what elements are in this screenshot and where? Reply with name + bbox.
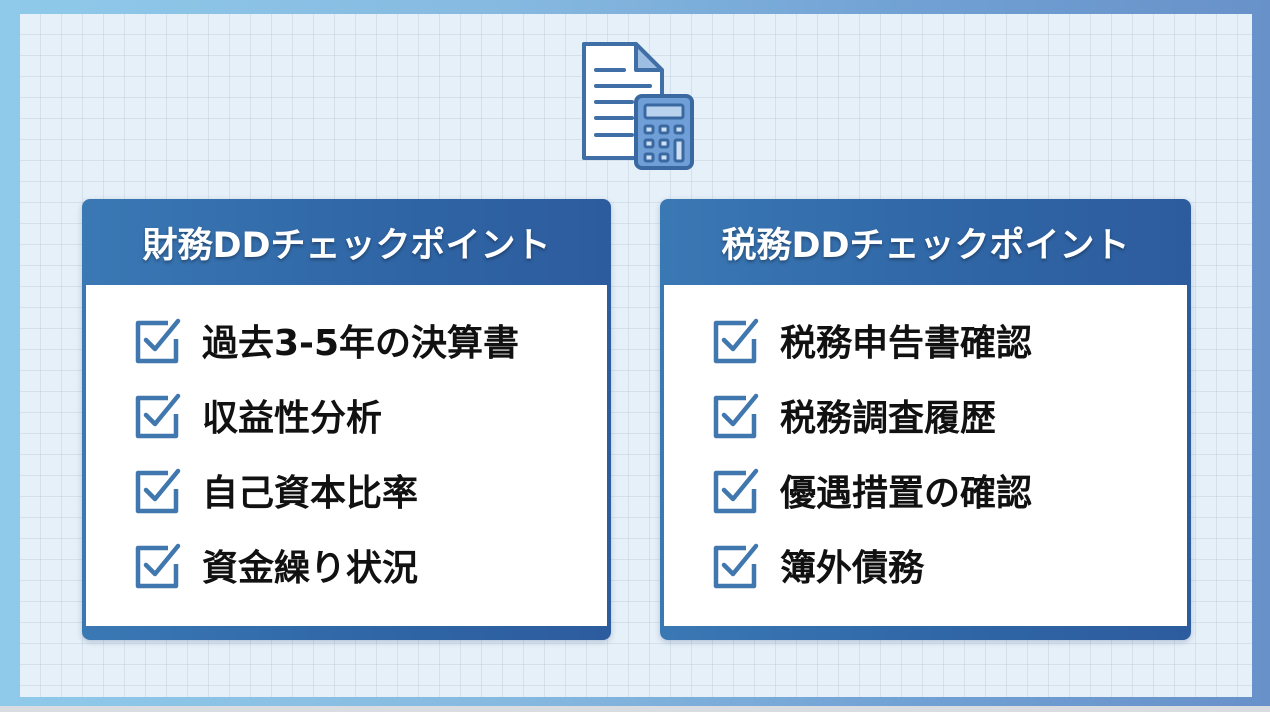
financial-dd-card: 財務DDチェックポイント 過去3-5年の決算書 収益性分析 自己資本比率 資金繰… [82,199,611,640]
checklist-item-label: 税務調査履歴 [780,398,997,439]
checklist-item: 簿外債務 [710,540,924,590]
checklist-item: 資金繰り状況 [132,540,418,590]
tax-dd-card: 税務DDチェックポイント 税務申告書確認 税務調査履歴 優遇措置の確認 簿外債務 [660,199,1191,640]
checklist-item-label: 収益性分析 [202,398,383,439]
checkbox-checked-icon[interactable] [132,540,182,590]
checklist-item-label: 自己資本比率 [202,473,419,514]
checklist-item: 税務調査履歴 [710,390,996,440]
card-title: 税務DDチェックポイント [721,225,1130,266]
checkbox-checked-icon[interactable] [132,465,182,515]
checklist-item-label: 優遇措置の確認 [780,473,1033,514]
document-calculator-icon [582,42,694,170]
checkbox-checked-icon[interactable] [132,315,182,365]
document-fold [634,42,664,72]
checklist-item-label: 資金繰り状況 [202,548,419,589]
checklist-item-label: 税務申告書確認 [780,323,1033,364]
checkbox-checked-icon[interactable] [132,390,182,440]
card-title: 財務DDチェックポイント [142,225,551,266]
checklist-item: 自己資本比率 [132,465,418,515]
checklist-item: 収益性分析 [132,390,382,440]
checkbox-checked-icon[interactable] [710,465,760,515]
checklist-item: 優遇措置の確認 [710,465,1032,515]
checklist-item: 税務申告書確認 [710,315,1032,365]
checklist-item-label: 過去3-5年の決算書 [202,323,520,364]
checkbox-checked-icon[interactable] [710,315,760,365]
checklist: 税務申告書確認 税務調査履歴 優遇措置の確認 簿外債務 [664,285,1187,626]
checklist-item: 過去3-5年の決算書 [132,315,519,365]
document-lines [594,68,652,137]
checkbox-checked-icon[interactable] [710,390,760,440]
checklist: 過去3-5年の決算書 収益性分析 自己資本比率 資金繰り状況 [86,285,607,626]
calculator-icon [634,94,694,170]
checklist-item-label: 簿外債務 [780,548,925,589]
checkbox-checked-icon[interactable] [710,540,760,590]
